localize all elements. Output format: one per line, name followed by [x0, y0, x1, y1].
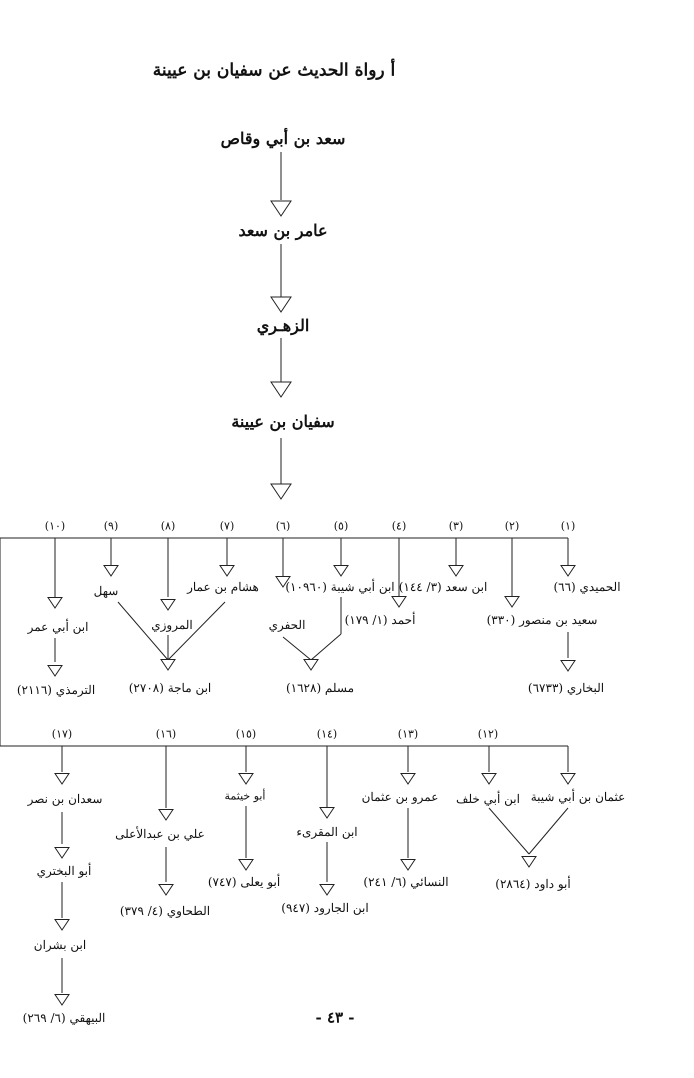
arrowhead — [54, 919, 70, 931]
node-saeed-ibn-mansour: سعيد بن منصور (٣٣٠) — [486, 613, 598, 627]
node-ibn-saad: ابن سعد (٣/ ١٤٤) — [398, 580, 488, 594]
arrowhead — [103, 565, 119, 577]
arrowhead — [333, 565, 349, 577]
node-ibn-abi-khalaf: ابن أبي خلف — [456, 792, 520, 806]
arrowhead — [47, 597, 63, 609]
arrowhead — [448, 565, 464, 577]
arrowhead — [319, 884, 335, 896]
node-ibn-abi-umar: ابن أبي عمر — [27, 620, 89, 634]
node-ibn-al-jarud: ابن الجارود (٩٤٧) — [281, 901, 369, 915]
arrowhead — [400, 859, 416, 871]
chain-node-amir: عامر بن سعد — [238, 221, 328, 240]
arrowhead — [275, 576, 291, 588]
chain-node-saad: سعد بن أبي وقاص — [220, 129, 346, 148]
node-ali-ibn-abdulala: علي بن عبدالأعلى — [115, 827, 205, 841]
node-muslim: مسلم (١٦٢٨) — [285, 681, 355, 695]
route-number-8: (٨) — [160, 519, 176, 533]
diagram-title: أ رواة الحديث عن سفيان بن عيينة — [152, 60, 396, 81]
arrowhead — [47, 665, 63, 677]
route-number-13: (١٣) — [397, 727, 419, 741]
node-saadan-ibn-nasr: سعدان بن نصر — [27, 792, 103, 806]
arrowhead — [400, 773, 416, 785]
node-hisham-ibn-ammar: هشام بن عمار — [187, 580, 259, 594]
arrowhead — [270, 381, 292, 398]
node-amr-ibn-uthman: عمرو بن عثمان — [361, 790, 439, 804]
arrowhead — [270, 200, 292, 217]
route-number-9: (٩) — [103, 519, 119, 533]
arrowhead — [270, 296, 292, 313]
route-number-3: (٣) — [448, 519, 464, 533]
arrowhead — [391, 596, 407, 608]
arrowhead — [238, 859, 254, 871]
route-number-12: (١٢) — [477, 727, 499, 741]
route-number-15: (١٥) — [235, 727, 257, 741]
arrowhead — [270, 483, 292, 500]
node-marwazi: المروزي — [151, 618, 193, 632]
node-tirmidhi: الترمذي (٢١١٦) — [16, 683, 96, 697]
node-ibn-majah: ابن ماجة (٢٧٠٨) — [128, 681, 212, 695]
arrowhead — [54, 773, 70, 785]
arrowhead — [560, 660, 576, 672]
route-number-14: (١٤) — [316, 727, 338, 741]
node-abu-yala: أبو يعلى (٧٤٧) — [207, 875, 281, 889]
route-number-1: (١) — [560, 519, 576, 533]
arrowhead — [560, 773, 576, 785]
route-number-16: (١٦) — [155, 727, 177, 741]
route-number-7: (٧) — [219, 519, 235, 533]
arrowhead — [238, 773, 254, 785]
chain-node-sufyan: سفيان بن عيينة — [231, 412, 335, 431]
node-uthman-ibn-abi-shaiba: عثمان بن أبي شيبة — [530, 790, 626, 804]
chain-node-zuhri: الزهـري — [256, 316, 310, 335]
node-tahawi: الطحاوي (٤/ ٣٧٩) — [119, 904, 211, 918]
node-ahmad: أحمد (١/ ١٧٩) — [344, 613, 416, 627]
arrowhead — [160, 599, 176, 611]
page-number: - ٤٣ - — [315, 1008, 355, 1027]
arrowhead — [54, 994, 70, 1006]
arrowhead — [54, 847, 70, 859]
arrowhead — [481, 773, 497, 785]
arrowhead — [521, 856, 537, 868]
arrowhead — [219, 565, 235, 577]
node-abu-dawud: أبو داود (٢٨٦٤) — [495, 877, 571, 891]
node-ibn-bishran: ابن بشران — [33, 938, 87, 952]
node-ibn-abi-shaiba: ابن أبي شيبة (١٠٩٦٠) — [285, 580, 395, 594]
node-abu-khaythama: أبو خيثمة — [224, 789, 266, 803]
node-nasai: النسائي (٦/ ٢٤١) — [363, 875, 449, 889]
node-humaidi: الحميدي (٦٦) — [553, 580, 621, 594]
arrowhead — [319, 807, 335, 819]
route-number-2: (٢) — [504, 519, 520, 533]
arrowhead — [160, 659, 176, 671]
arrowhead — [158, 884, 174, 896]
route-number-10: (١٠) — [44, 519, 66, 533]
node-sahl: سهل — [93, 584, 119, 598]
route-number-6: (٦) — [275, 519, 291, 533]
node-hafari: الحفري — [268, 618, 306, 632]
node-ibn-al-muqri: ابن المقرىء — [296, 825, 358, 839]
arrowhead — [303, 659, 319, 671]
node-abu-bakhtari: أبو البختري — [36, 864, 92, 878]
route-number-4: (٤) — [391, 519, 407, 533]
node-bukhari: البخاري (٦٧٣٣) — [527, 681, 605, 695]
arrowhead — [504, 596, 520, 608]
route-number-5: (٥) — [333, 519, 349, 533]
node-bayhaqi: البيهقي (٦/ ٢٦٩) — [22, 1011, 106, 1025]
arrowhead — [560, 565, 576, 577]
arrowhead — [158, 809, 174, 821]
route-number-17: (١٧) — [51, 727, 73, 741]
